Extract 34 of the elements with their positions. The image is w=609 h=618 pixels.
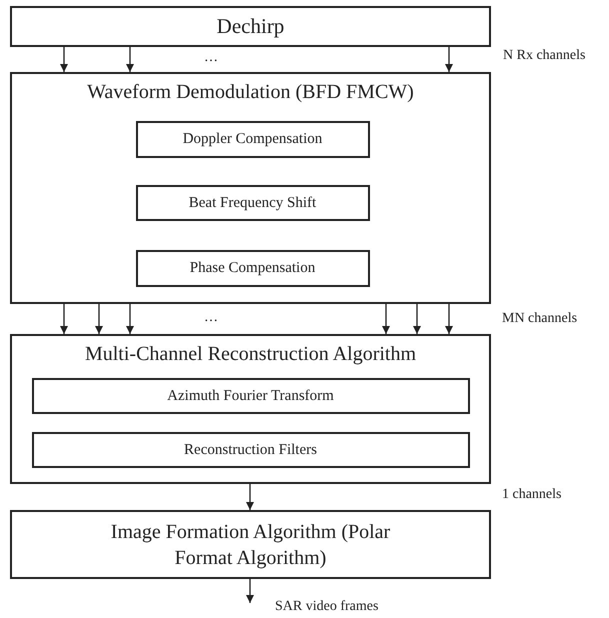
- arrow: [126, 47, 134, 72]
- arrow: [126, 304, 134, 334]
- arrow: [413, 304, 421, 334]
- arrow: [445, 304, 453, 334]
- step-box: [136, 250, 370, 286]
- box-label: Azimuth Fourier Transform: [167, 386, 334, 404]
- arrow: [246, 484, 254, 510]
- arrow: [445, 47, 453, 72]
- box-label: Image Formation Algorithm (Polar Format Algorithm): [110, 520, 392, 570]
- arrow: [95, 304, 103, 334]
- process-box: [10, 334, 491, 484]
- box-label: Doppler Compensation: [182, 130, 322, 148]
- arrow: [60, 47, 68, 72]
- box-heading: Waveform Demodulation (BFD FMCW): [87, 80, 414, 104]
- step-box: [136, 120, 370, 158]
- process-box: [10, 6, 491, 47]
- channel-count-label: 1 channels: [502, 487, 562, 503]
- arrow: [246, 579, 254, 603]
- arrow: [382, 304, 390, 334]
- box-label: Phase Compensation: [190, 259, 316, 277]
- step-box: [136, 184, 370, 220]
- step-box: [32, 432, 470, 468]
- arrow: [60, 304, 68, 334]
- channel-count-label: N Rx channels: [503, 48, 586, 64]
- ellipsis: …: [204, 310, 218, 326]
- channel-count-label: MN channels: [502, 311, 578, 327]
- ellipsis: …: [204, 50, 218, 66]
- step-box: [32, 378, 470, 414]
- box-label: Reconstruction Filters: [184, 440, 317, 458]
- box-label: Dechirp: [216, 14, 284, 40]
- process-box: [10, 72, 491, 304]
- box-label: Beat Frequency Shift: [188, 194, 316, 212]
- box-heading: Multi-Channel Reconstruction Algorithm: [84, 342, 416, 366]
- process-box: [10, 510, 491, 579]
